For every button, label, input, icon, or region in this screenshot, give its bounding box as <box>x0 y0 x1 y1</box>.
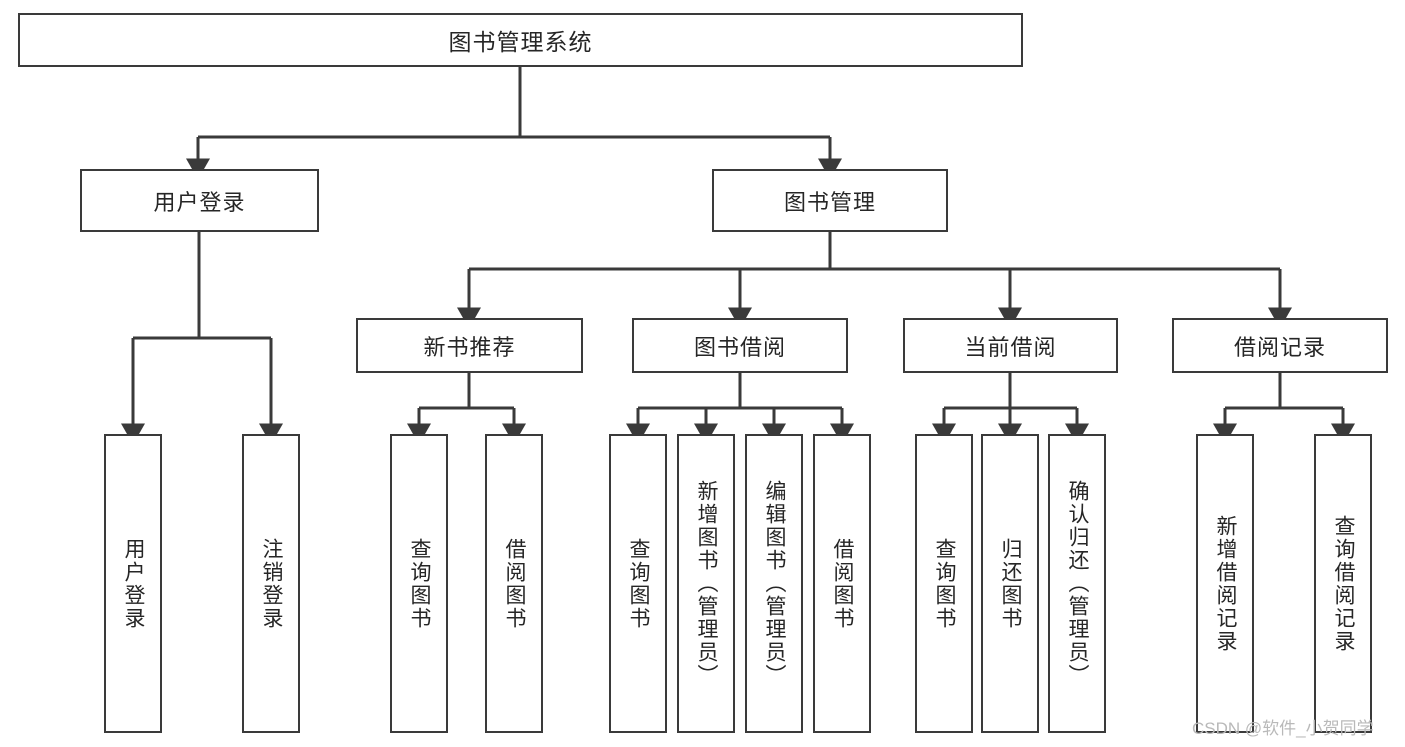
leaf-current-query-book[interactable]: 查询图书 <box>915 434 973 733</box>
node-label: 借阅图书 <box>831 537 855 630</box>
node-root-system[interactable]: 图书管理系统 <box>18 13 1023 67</box>
leaf-borrow-edit-book-admin[interactable]: 编辑图书（管理员） <box>745 434 803 733</box>
leaf-recommend-borrow-book[interactable]: 借阅图书 <box>485 434 543 733</box>
leaf-borrow-borrow-book[interactable]: 借阅图书 <box>813 434 871 733</box>
node-book-borrow[interactable]: 图书借阅 <box>632 318 848 373</box>
node-label: 注销登录 <box>260 537 284 630</box>
node-label: 新增图书（管理员） <box>695 480 719 687</box>
leaf-borrow-query-book[interactable]: 查询图书 <box>609 434 667 733</box>
node-label: 用户登录 <box>153 189 246 215</box>
node-book-management[interactable]: 图书管理 <box>712 169 948 232</box>
leaf-record-query-record[interactable]: 查询借阅记录 <box>1314 434 1372 733</box>
node-label: 确认归还（管理员） <box>1066 480 1090 687</box>
leaf-user-login-signin[interactable]: 用户登录 <box>104 434 162 733</box>
node-label: 用户登录 <box>122 537 146 630</box>
node-label: 新书推荐 <box>423 334 516 360</box>
node-label: 新增借阅记录 <box>1214 514 1238 653</box>
node-label: 查询图书 <box>408 537 432 630</box>
node-current-borrow[interactable]: 当前借阅 <box>903 318 1118 373</box>
leaf-current-return-book[interactable]: 归还图书 <box>981 434 1039 733</box>
leaf-current-confirm-return-admin[interactable]: 确认归还（管理员） <box>1048 434 1106 733</box>
leaf-user-login-signout[interactable]: 注销登录 <box>242 434 300 733</box>
node-label: 查询图书 <box>933 537 957 630</box>
node-user-login[interactable]: 用户登录 <box>80 169 319 232</box>
node-label: 查询借阅记录 <box>1332 514 1356 653</box>
node-label: 借阅图书 <box>503 537 527 630</box>
node-label: 归还图书 <box>999 537 1023 630</box>
leaf-borrow-add-book-admin[interactable]: 新增图书（管理员） <box>677 434 735 733</box>
leaf-recommend-query-book[interactable]: 查询图书 <box>390 434 448 733</box>
node-label: 图书管理系统 <box>448 29 593 55</box>
node-label: 借阅记录 <box>1233 334 1326 360</box>
node-label: 查询图书 <box>627 537 651 630</box>
node-new-book-recommend[interactable]: 新书推荐 <box>356 318 583 373</box>
node-label: 图书借阅 <box>693 334 786 360</box>
node-label: 编辑图书（管理员） <box>763 480 787 687</box>
node-label: 图书管理 <box>783 189 876 215</box>
node-label: 当前借阅 <box>964 334 1057 360</box>
leaf-record-add-record[interactable]: 新增借阅记录 <box>1196 434 1254 733</box>
node-borrow-record[interactable]: 借阅记录 <box>1172 318 1388 373</box>
